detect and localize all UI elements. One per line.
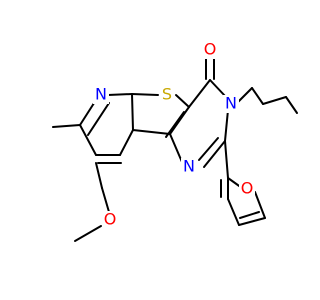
bond [119, 129, 134, 156]
bond [52, 124, 81, 128]
atom-o-methoxy-label: O [104, 210, 117, 229]
bond [131, 93, 159, 96]
molecule-structure: N S O N N O [52, 40, 298, 242]
bond [132, 129, 171, 135]
atom-n-ring-bottom: N [181, 157, 197, 176]
atom-n-pyridine-label: N [95, 85, 107, 104]
bond [95, 162, 103, 189]
bond [101, 187, 110, 213]
atom-labels: N S O N N O [93, 40, 255, 229]
atom-s-thiophene-label: S [162, 85, 172, 104]
bond [87, 102, 110, 136]
bond [224, 109, 229, 142]
bond [74, 225, 102, 242]
bond [79, 124, 97, 156]
bond [198, 137, 219, 161]
atom-o-carbonyl: O [202, 40, 218, 59]
bond [209, 79, 227, 98]
bond [227, 198, 240, 226]
atom-o-methoxy: O [102, 210, 118, 229]
bond [285, 96, 298, 114]
bond [203, 140, 226, 168]
bond [262, 96, 287, 105]
atom-o-furan: O [239, 179, 255, 198]
bonds [52, 54, 298, 242]
atom-n-ring-bottom-label: N [183, 157, 195, 176]
bond [236, 87, 253, 104]
atom-o-carbonyl-label: O [204, 40, 217, 59]
bond [224, 140, 229, 179]
bond [107, 93, 133, 96]
bond [188, 79, 211, 108]
bond [131, 93, 134, 131]
bond [251, 87, 264, 105]
bond [238, 217, 266, 226]
molecule-structure-canvas: N S O N N O [52, 39, 298, 242]
bond [239, 211, 260, 219]
atom-o-furan-label: O [241, 179, 254, 198]
atom-n-pyridine: N [93, 85, 109, 104]
atom-n-ring-top: N [223, 94, 239, 113]
bond [79, 99, 97, 126]
bond [169, 106, 190, 135]
atom-n-ring-top-label: N [225, 94, 237, 113]
atom-s-thiophene: S [159, 85, 175, 104]
bond [169, 133, 183, 163]
bond [175, 94, 190, 108]
bond [165, 111, 185, 138]
bond [254, 191, 266, 219]
